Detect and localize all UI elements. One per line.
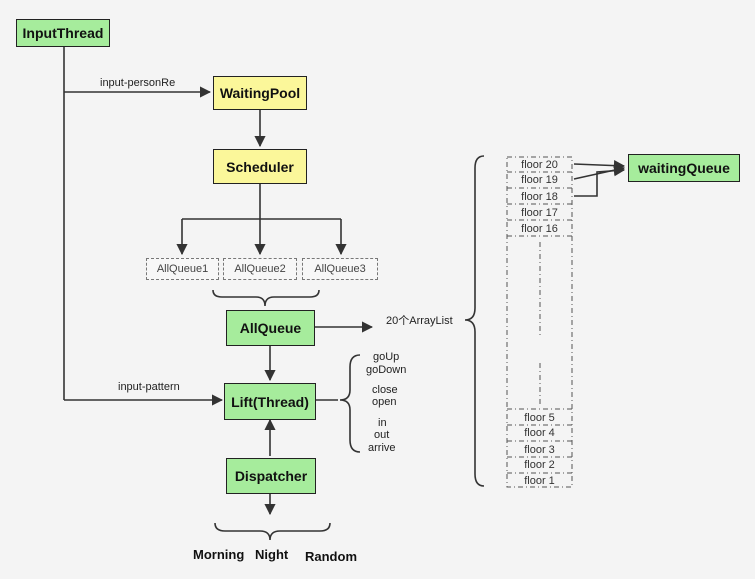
floor-row: floor 20: [521, 159, 558, 171]
floor-list-outline: [506, 156, 573, 488]
node-allqueue1: AllQueue1: [146, 258, 219, 280]
node-scheduler: Scheduler: [213, 149, 307, 184]
lift-action: goDown: [366, 364, 407, 376]
dispatch-mode-night: Night: [255, 547, 289, 562]
queue-merge-brace: [212, 289, 320, 307]
node-allqueue3: AllQueue3: [302, 258, 378, 280]
dispatch-mode-random: Random: [305, 549, 357, 564]
actions-brace: [339, 354, 361, 453]
node-lift-thread: Lift(Thread): [224, 383, 316, 420]
lift-action: out: [374, 429, 390, 441]
node-waiting-pool: WaitingPool: [213, 76, 307, 110]
label-array-list: 20个ArrayList: [386, 315, 453, 327]
node-allqueue2: AllQueue2: [223, 258, 297, 280]
floor-row: floor 5: [524, 412, 555, 424]
floor-row: floor 2: [524, 459, 555, 471]
floor-row: floor 16: [521, 223, 558, 235]
floor-row: floor 18: [521, 191, 558, 203]
lift-action: in: [378, 417, 387, 429]
floor-row: floor 3: [524, 444, 555, 456]
arrow-floor18-to-waitingqueue: [574, 165, 626, 197]
floor-row: floor 1: [524, 475, 555, 487]
arrow-floor19-to-waitingqueue: [573, 164, 626, 180]
floor-row: floor 19: [521, 174, 558, 186]
lift-action: close: [372, 384, 398, 396]
arrow-floor20-to-waitingqueue: [573, 160, 626, 172]
floor-row: floor 17: [521, 207, 558, 219]
node-waiting-queue: waitingQueue: [628, 154, 740, 182]
label-input-person-request: input-personRe: [100, 77, 176, 89]
modes-brace: [214, 522, 331, 541]
node-input-thread: InputThread: [16, 19, 110, 47]
node-dispatcher: Dispatcher: [226, 458, 316, 494]
label-input-pattern: input-pattern: [118, 381, 180, 393]
lift-action: open: [372, 396, 397, 408]
lift-action: arrive: [368, 442, 396, 454]
floor-row: floor 4: [524, 427, 555, 439]
node-allqueue: AllQueue: [226, 310, 315, 346]
arraylist-brace: [464, 155, 485, 487]
lift-action: goUp: [373, 351, 400, 363]
dispatch-mode-morning: Morning: [193, 547, 245, 562]
